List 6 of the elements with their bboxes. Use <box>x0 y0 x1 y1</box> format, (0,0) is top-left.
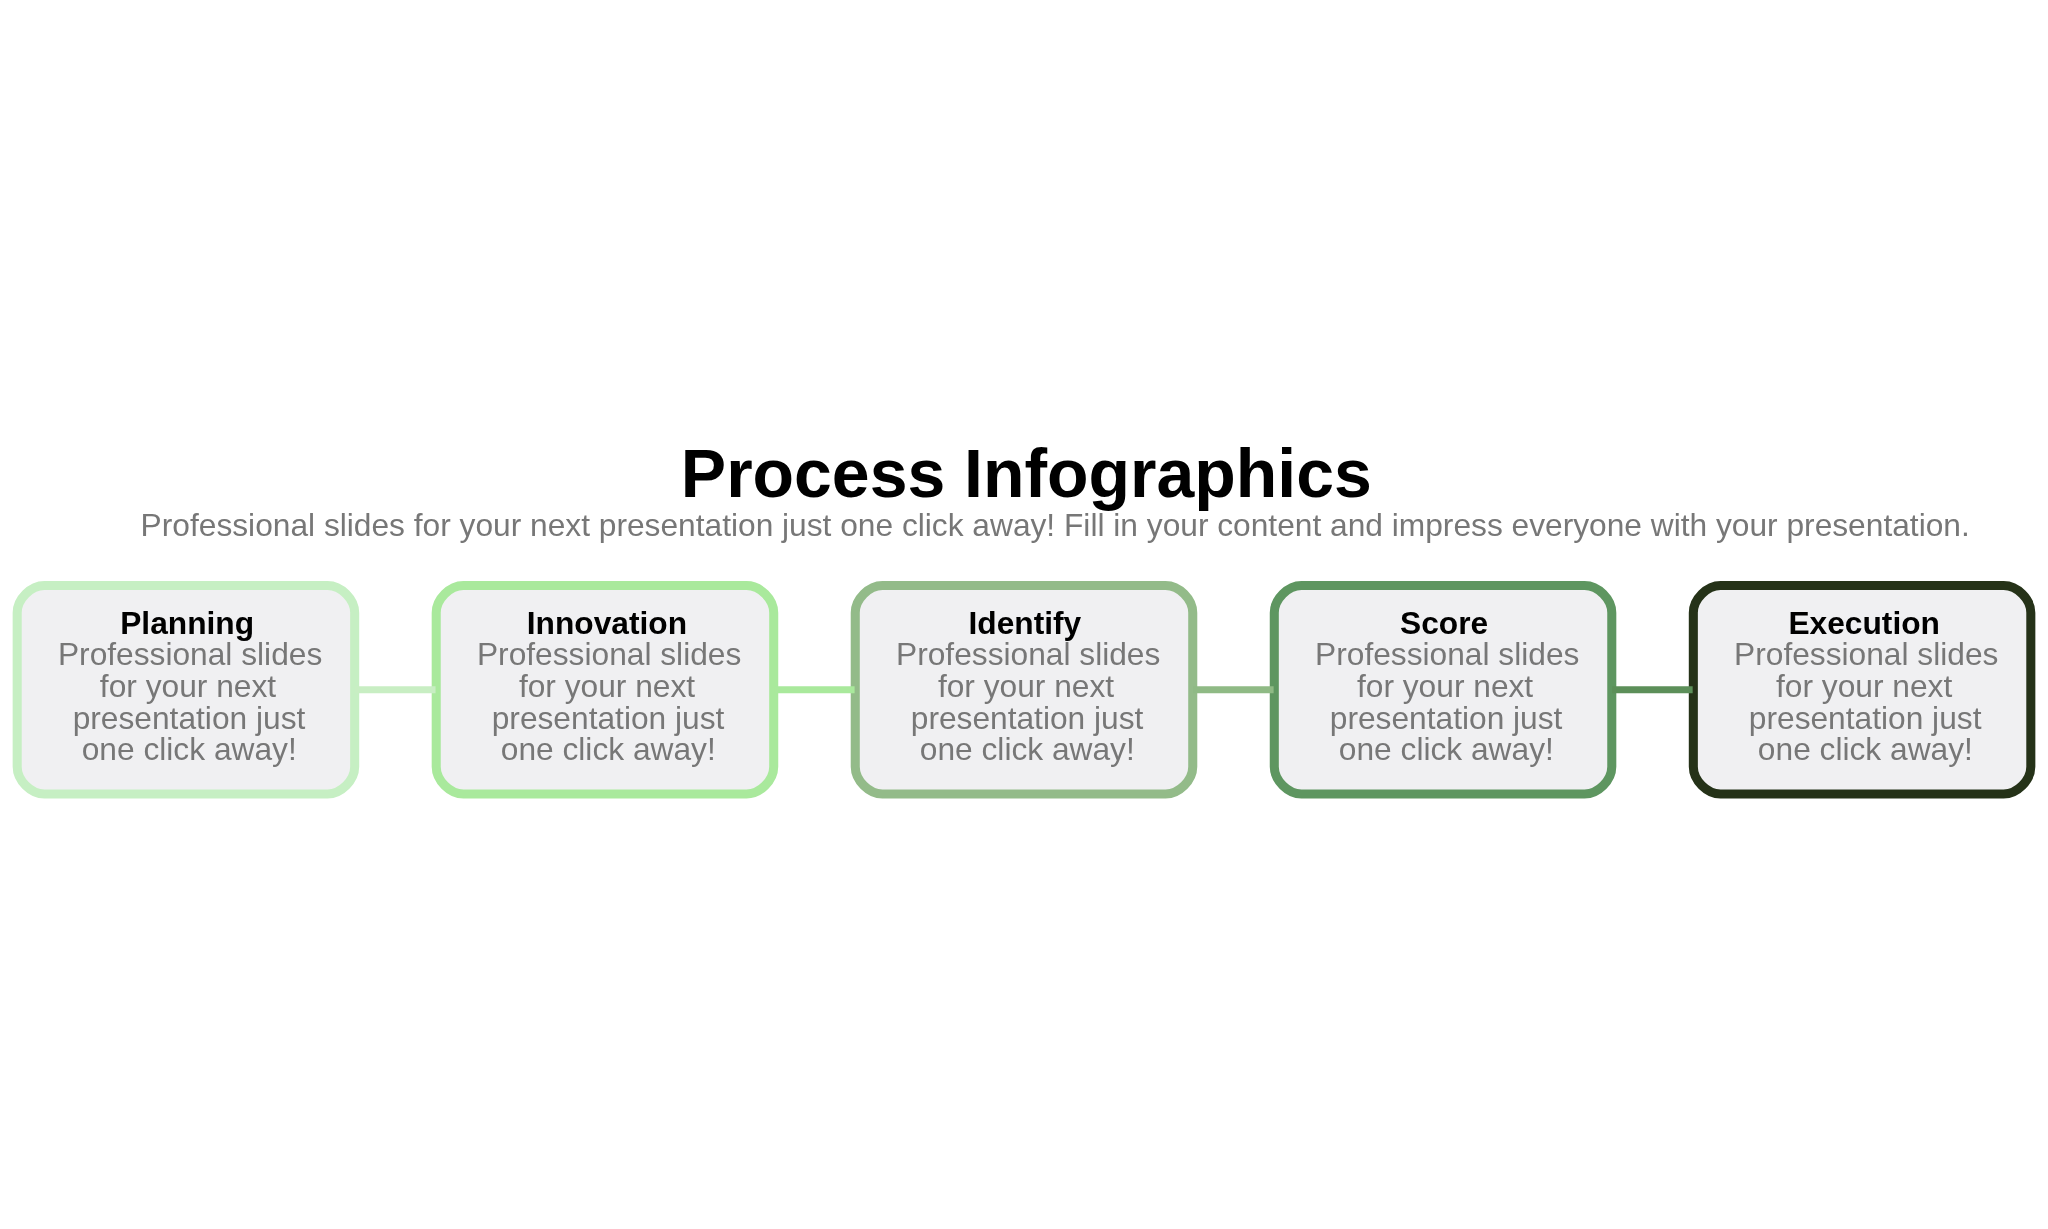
node-box: Innovation Professional slides for your next presentation just one click away! <box>431 580 779 798</box>
node-box: Planning Professional slides for your next presentation just one click away! <box>12 580 360 798</box>
node-box: Execution Professional slides for your next presentation just one click away! <box>1688 580 2036 798</box>
connector <box>1612 685 1693 693</box>
node-box: Identify Professional slides for your next presentation just one click away! <box>850 580 1198 798</box>
node-box: Score Professional slides for your next presentation just one click away! <box>1269 580 1617 798</box>
